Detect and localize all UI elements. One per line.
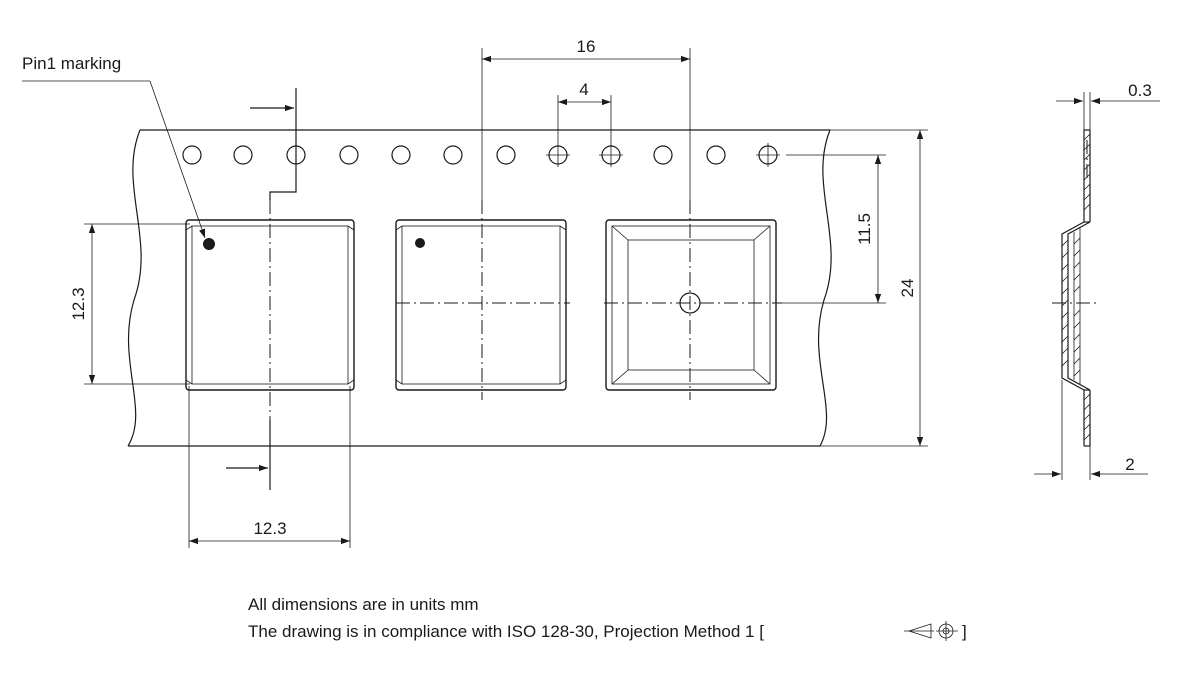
notes: All dimensions are in units mm The drawi… xyxy=(248,595,967,641)
pin1-label: Pin1 marking xyxy=(22,54,121,73)
sprocket-holes xyxy=(182,143,780,167)
dim-thickness: 0.3 xyxy=(1056,81,1160,130)
dim-pocket-height-label: 12.3 xyxy=(69,287,88,320)
compliance-note: The drawing is in compliance with ISO 12… xyxy=(248,622,764,641)
dim-pitch-label: 16 xyxy=(577,37,596,56)
dim-thickness-label: 0.3 xyxy=(1128,81,1152,100)
carrier-tape xyxy=(127,129,832,447)
pocket-3 xyxy=(605,219,777,391)
dim-hole-to-center: 11.5 xyxy=(782,154,886,304)
sprocket-hole xyxy=(653,145,673,165)
pin1-dot xyxy=(415,238,425,248)
dim-pitch: 16 xyxy=(481,37,691,200)
sprocket-hole xyxy=(706,145,726,165)
section-indicator xyxy=(226,88,297,490)
dim-pocket-depth-label: 2 xyxy=(1125,455,1134,474)
dim-hole-pitch: 4 xyxy=(557,80,612,143)
pocket-2 xyxy=(395,219,567,391)
sprocket-hole xyxy=(233,145,253,165)
pin1-dot xyxy=(203,238,215,250)
projection-symbol xyxy=(904,621,958,641)
sprocket-hole xyxy=(443,145,463,165)
sprocket-hole xyxy=(391,145,411,165)
side-view xyxy=(1052,129,1098,447)
sprocket-hole xyxy=(496,145,516,165)
dim-pocket-width-label: 12.3 xyxy=(253,519,286,538)
pin1-callout: Pin1 marking xyxy=(22,54,206,239)
compliance-note-end: ] xyxy=(962,622,967,641)
dim-tape-width: 24 xyxy=(820,129,928,447)
dim-hole-to-center-label: 11.5 xyxy=(855,213,874,245)
sprocket-hole xyxy=(182,145,202,165)
dim-tape-width-label: 24 xyxy=(898,279,917,298)
dim-pocket-depth: 2 xyxy=(1034,380,1148,480)
units-note: All dimensions are in units mm xyxy=(248,595,479,614)
dim-pocket-height: 12.3 xyxy=(69,223,190,385)
sprocket-hole xyxy=(339,145,359,165)
dim-hole-pitch-label: 4 xyxy=(579,80,588,99)
dim-pocket-width: 12.3 xyxy=(188,386,351,548)
